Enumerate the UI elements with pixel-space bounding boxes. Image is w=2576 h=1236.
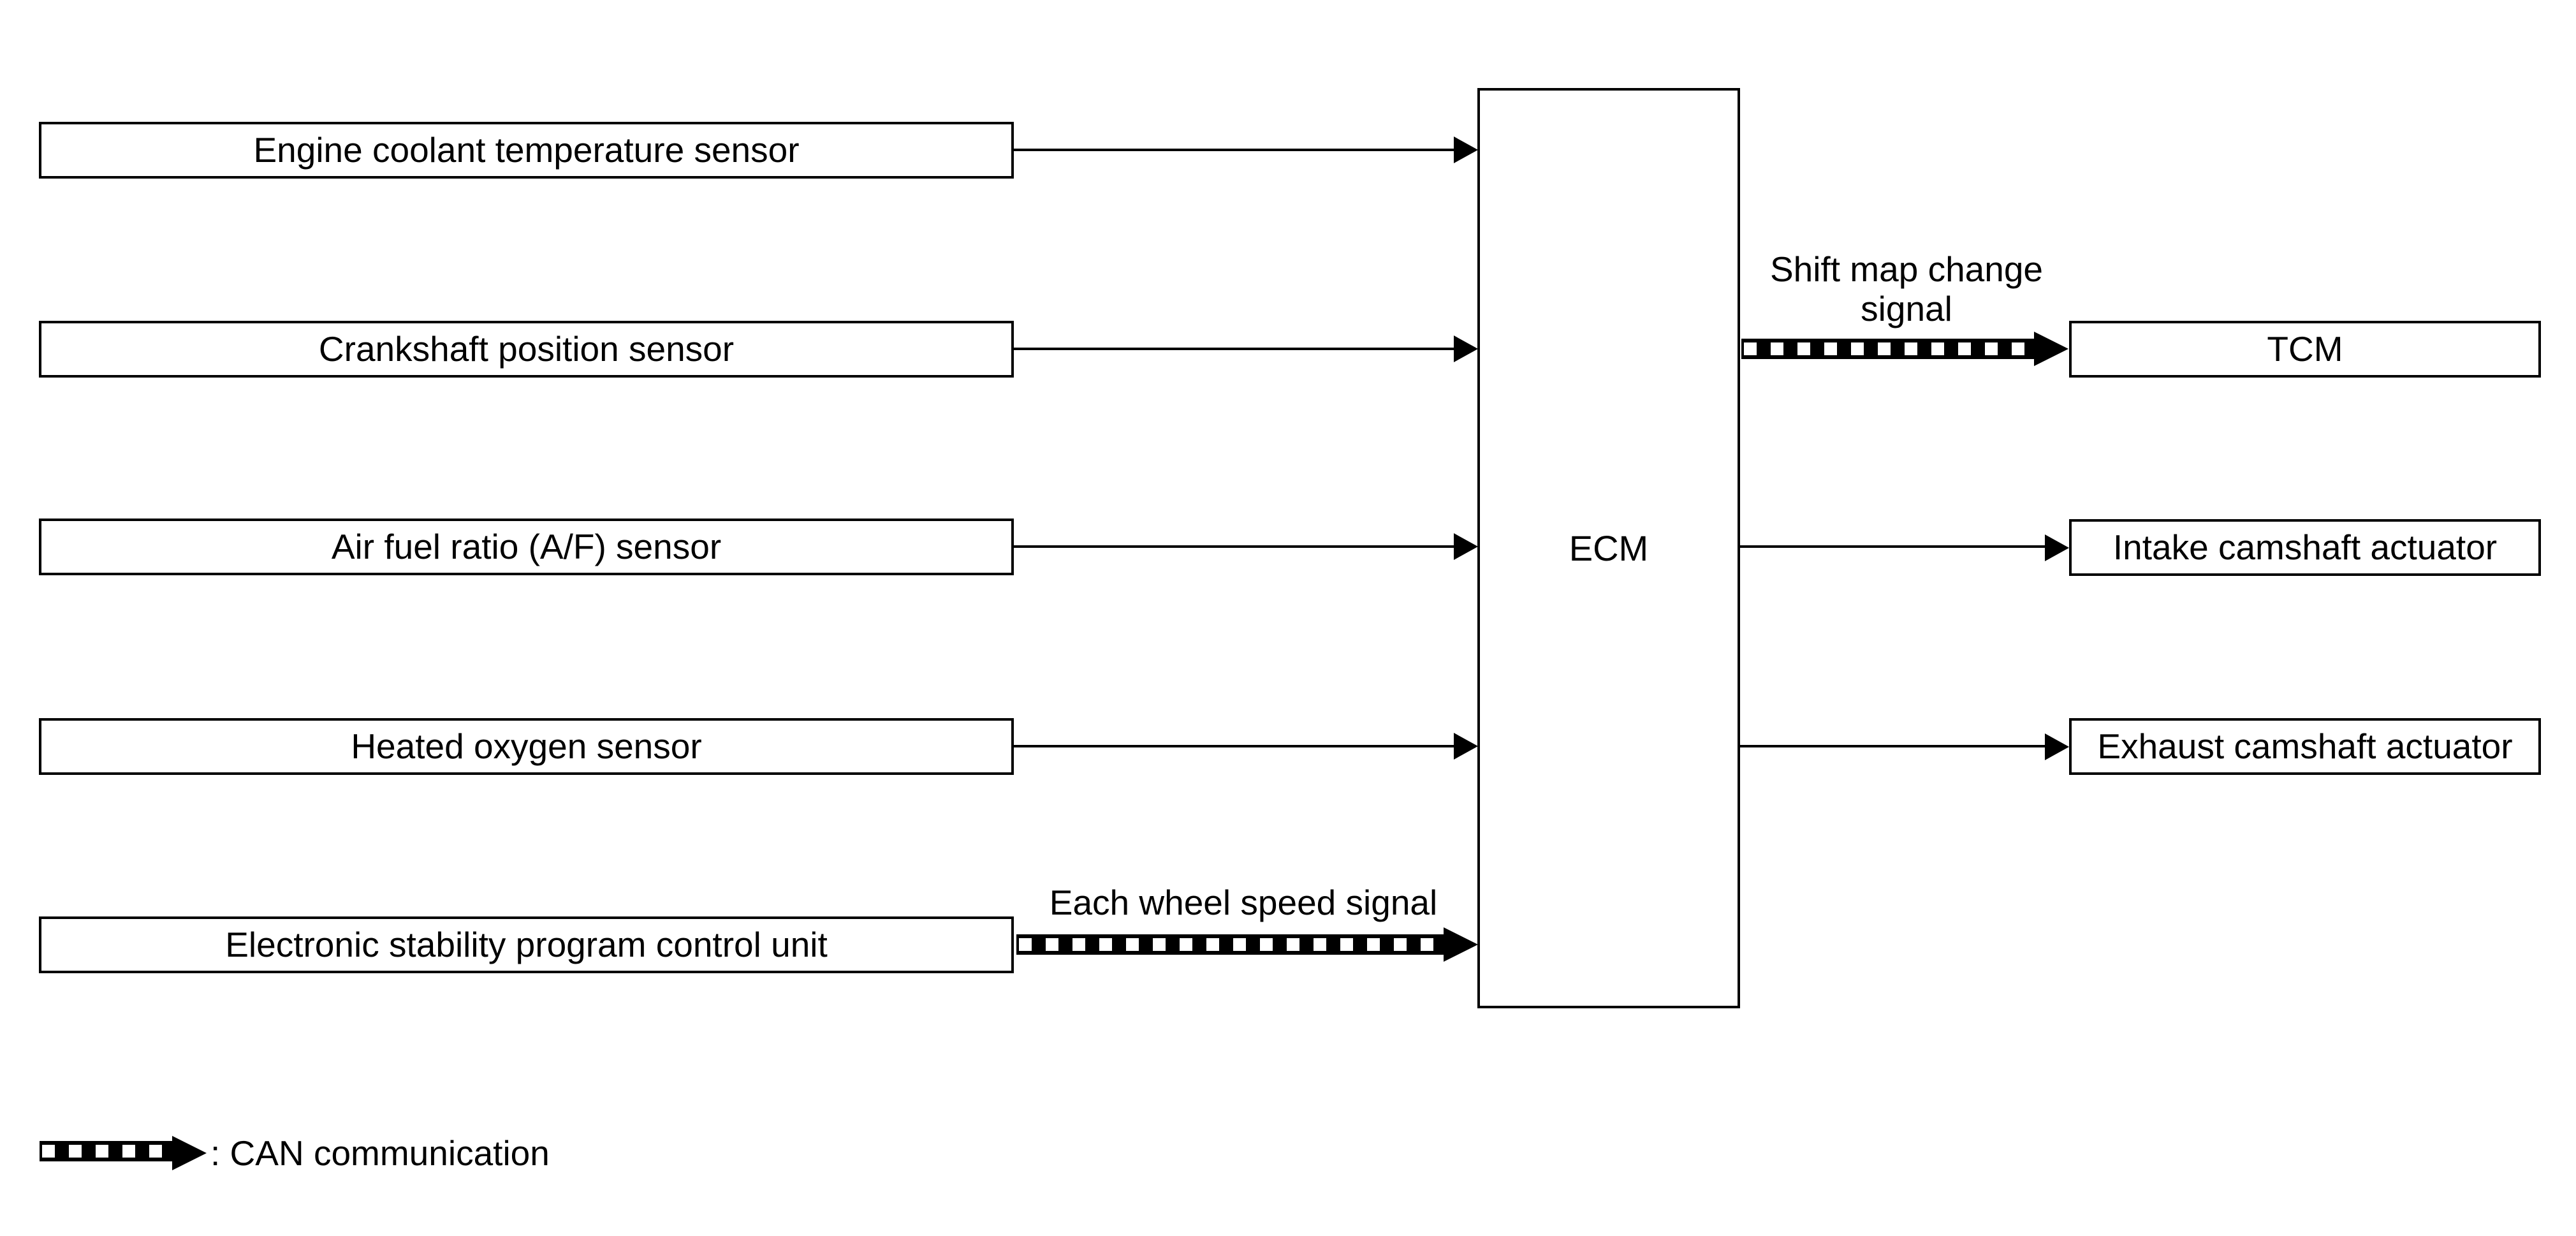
connector-ect-to-ecm bbox=[1014, 149, 1455, 151]
connector-af-to-ecm bbox=[1014, 545, 1455, 548]
node-electronic-stability-program-control-unit: Electronic stability program control uni… bbox=[39, 916, 1014, 973]
node-label: Heated oxygen sensor bbox=[351, 726, 702, 767]
can-arrowhead-icon bbox=[1444, 927, 1478, 962]
arrowhead-icon bbox=[1454, 533, 1478, 560]
arrowhead-icon bbox=[1454, 335, 1478, 362]
node-label: Exhaust camshaft actuator bbox=[2097, 726, 2513, 767]
node-label: TCM bbox=[2267, 329, 2343, 369]
arrowhead-icon bbox=[2045, 733, 2069, 760]
connector-ckp-to-ecm bbox=[1014, 348, 1455, 350]
node-exhaust-camshaft-actuator: Exhaust camshaft actuator bbox=[2069, 718, 2541, 775]
arrowhead-icon bbox=[1454, 733, 1478, 760]
node-crankshaft-position-sensor: Crankshaft position sensor bbox=[39, 321, 1014, 378]
connector-ecm-to-intake-actuator bbox=[1740, 545, 2046, 548]
label-shift-map-change-signal: Shift map change signal bbox=[1769, 249, 2044, 328]
can-arrowhead-icon bbox=[2034, 332, 2068, 366]
legend-can-communication-label: : CAN communication bbox=[210, 1133, 550, 1173]
node-label: ECM bbox=[1569, 527, 1649, 568]
node-label: Air fuel ratio (A/F) sensor bbox=[331, 527, 722, 567]
node-intake-camshaft-actuator: Intake camshaft actuator bbox=[2069, 519, 2541, 576]
label-each-wheel-speed-signal: Each wheel speed signal bbox=[1049, 883, 1438, 922]
node-label: Electronic stability program control uni… bbox=[225, 925, 828, 965]
connector-ecm-to-exhaust-actuator bbox=[1740, 745, 2046, 747]
node-label: Engine coolant temperature sensor bbox=[253, 130, 800, 170]
node-tcm: TCM bbox=[2069, 321, 2541, 378]
node-label: Intake camshaft actuator bbox=[2112, 527, 2498, 568]
node-ecm: ECM bbox=[1477, 88, 1740, 1008]
can-connector-esp-to-ecm bbox=[1016, 934, 1444, 955]
arrowhead-icon bbox=[2045, 534, 2069, 561]
node-air-fuel-ratio-sensor: Air fuel ratio (A/F) sensor bbox=[39, 519, 1014, 575]
node-label: Crankshaft position sensor bbox=[318, 329, 735, 369]
arrowhead-icon bbox=[1454, 136, 1478, 163]
legend-can-arrowhead-icon bbox=[172, 1136, 207, 1170]
connector-ho2s-to-ecm bbox=[1014, 745, 1455, 747]
can-connector-ecm-to-tcm bbox=[1741, 339, 2034, 359]
node-engine-coolant-temperature-sensor: Engine coolant temperature sensor bbox=[39, 122, 1014, 179]
legend-can-arrow-icon bbox=[40, 1141, 172, 1161]
node-heated-oxygen-sensor: Heated oxygen sensor bbox=[39, 718, 1014, 775]
